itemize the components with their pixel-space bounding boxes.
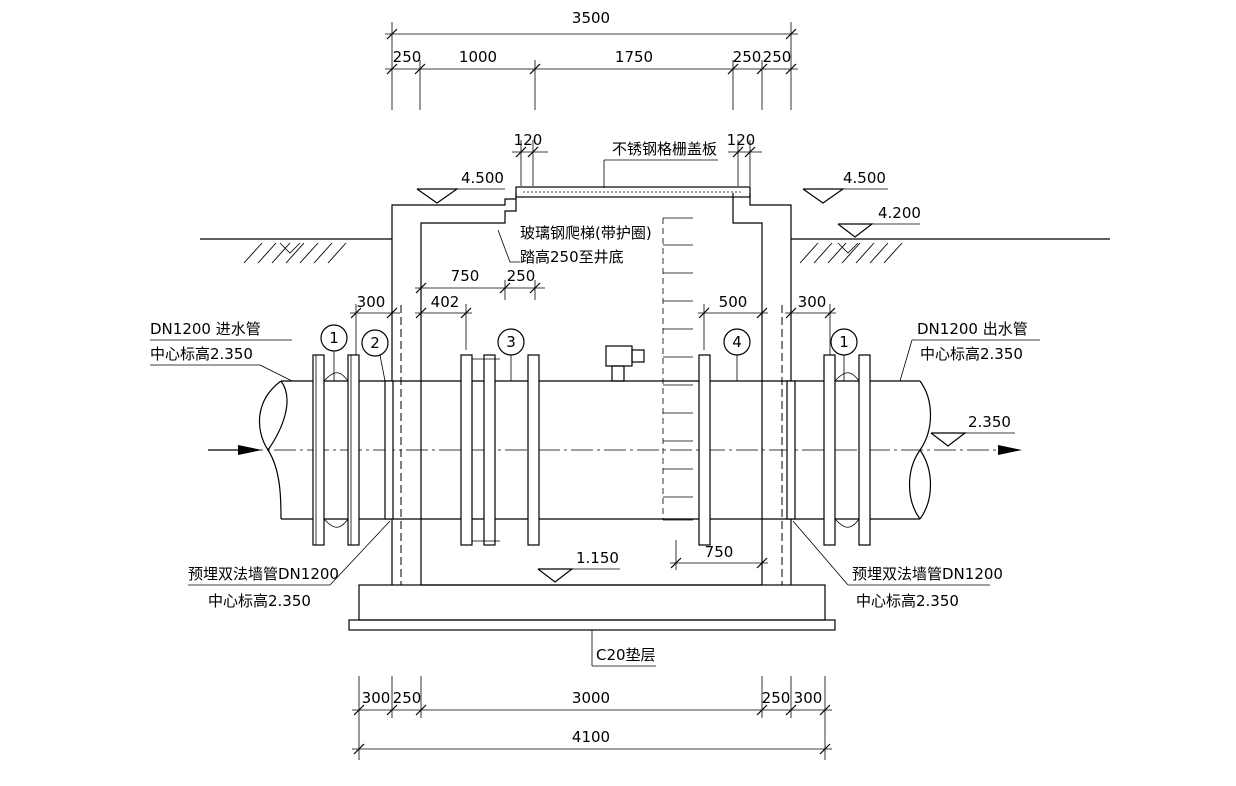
dim-bottom-750: 750: [705, 543, 734, 561]
flange-3-a: [460, 354, 473, 546]
dim-top-seg-3: 1750: [615, 48, 653, 66]
label-wall-pipe-right-center: 中心标高2.350: [856, 592, 959, 610]
callout-1-left: 1: [329, 329, 339, 347]
outlet-flow-arrow: [998, 445, 1022, 455]
dim-bottom-seg-1: 300: [362, 689, 391, 707]
label-cushion: C20垫层: [596, 646, 656, 664]
flange-3-b: [483, 354, 496, 546]
flange-1-left-b: [347, 354, 360, 546]
ground-line: [200, 238, 1110, 264]
callouts: 1 2 3 4 1: [320, 324, 858, 382]
elev-top-right: 4.500: [843, 169, 886, 187]
elev-outlet: 2.350: [968, 413, 1011, 431]
dim-bottom-overall: 4100: [572, 728, 610, 746]
flange-1-left-a: [312, 354, 325, 546]
flange-4: [698, 354, 711, 546]
dim-bottom-seg-3: 3000: [572, 689, 610, 707]
callout-4: 4: [732, 333, 742, 351]
flowmeter-sensor: [605, 345, 633, 367]
callout-1-right: 1: [839, 333, 849, 351]
elevation-marks: 4.500 4.500 4.200 2.350 1.150: [416, 169, 1015, 583]
flange-3-c: [527, 354, 540, 546]
cover-edge-dimensions: 120 120 不锈钢格栅盖板: [512, 131, 762, 188]
inner-dimensions: 750 250 300 402 500 300 750: [350, 267, 836, 570]
label-ladder-2: 踏高250至井底: [520, 248, 624, 266]
label-inlet-pipe: DN1200 进水管: [150, 320, 261, 338]
label-outlet-center: 中心标高2.350: [920, 345, 1023, 363]
dim-bottom-seg-2: 250: [393, 689, 422, 707]
callout-2: 2: [370, 334, 380, 352]
dim-left-300: 300: [357, 293, 386, 311]
grating-cover: [515, 186, 751, 198]
elev-ground-right: 4.200: [878, 204, 921, 222]
pipeline: [208, 345, 1022, 546]
dim-top-seg-2: 1000: [459, 48, 497, 66]
bottom-dimensions: 300 250 3000 250 300 4100: [352, 676, 832, 760]
label-wall-pipe-left-center: 中心标高2.350: [208, 592, 311, 610]
dim-top-seg-1: 250: [393, 48, 422, 66]
label-grating-cover: 不锈钢格栅盖板: [612, 140, 717, 158]
flange-2: [384, 380, 394, 520]
callout-3: 3: [506, 333, 516, 351]
elev-bottom: 1.150: [576, 549, 619, 567]
top-dimensions: 3500 250 1000 1750 250 250: [385, 9, 798, 110]
dim-right-300: 300: [798, 293, 827, 311]
dim-top-overall: 3500: [572, 9, 610, 27]
elev-top-left: 4.500: [461, 169, 504, 187]
dim-top-seg-5: 250: [763, 48, 792, 66]
inlet-flow-arrow: [238, 445, 262, 455]
dim-bottom-seg-4: 250: [762, 689, 791, 707]
base-slab: [358, 584, 826, 621]
dim-cover-left: 120: [514, 131, 543, 149]
flange-1-right-a: [823, 354, 836, 546]
dim-left-250: 250: [507, 267, 536, 285]
dim-top-seg-4: 250: [733, 48, 762, 66]
dim-bottom-seg-5: 300: [794, 689, 823, 707]
label-wall-pipe-right: 预埋双法墙管DN1200: [852, 565, 1003, 583]
label-wall-pipe-left: 预埋双法墙管DN1200: [188, 565, 339, 583]
pipe-labels: DN1200 进水管 中心标高2.350 DN1200 出水管 中心标高2.35…: [150, 320, 1040, 667]
dim-left-402: 402: [431, 293, 460, 311]
label-outlet-pipe: DN1200 出水管: [917, 320, 1028, 338]
fiberglass-ladder: 玻璃钢爬梯(带护圈) 踏高250至井底: [497, 217, 693, 521]
flange-wall-right: [786, 380, 796, 520]
dim-cover-right: 120: [727, 131, 756, 149]
dim-left-750: 750: [451, 267, 480, 285]
flange-1-right-b: [858, 354, 871, 546]
label-ladder-1: 玻璃钢爬梯(带护圈): [520, 224, 652, 242]
label-inlet-center: 中心标高2.350: [150, 345, 253, 363]
dim-right-500: 500: [719, 293, 748, 311]
cushion-layer: [348, 619, 836, 631]
